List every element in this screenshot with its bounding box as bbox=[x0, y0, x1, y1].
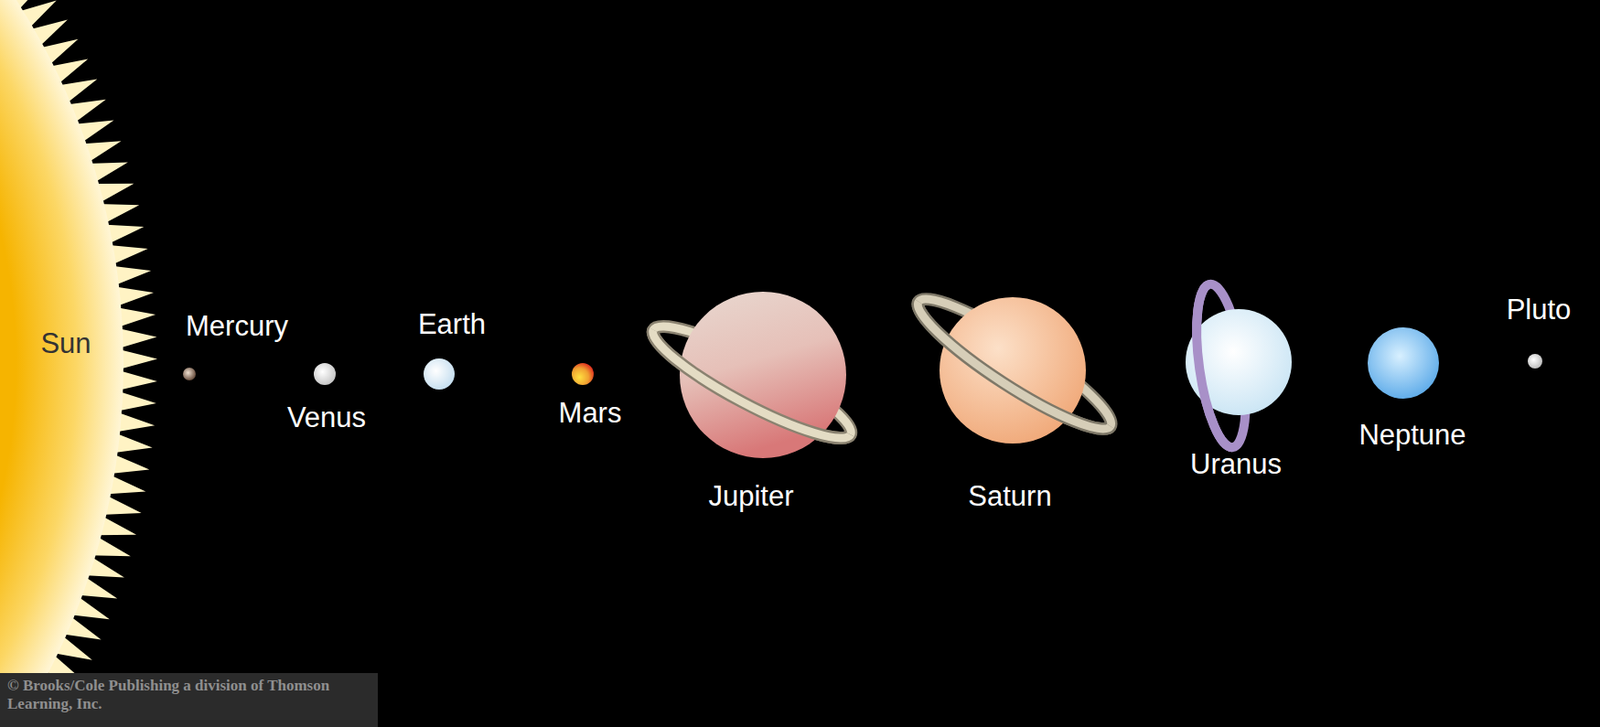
planet-label: Earth bbox=[418, 309, 486, 341]
planet-label: Uranus bbox=[1190, 449, 1282, 481]
copyright-watermark: © Brooks/Cole Publishing a division of T… bbox=[0, 673, 378, 727]
planet-label: Venus bbox=[287, 402, 366, 434]
planet-label: Pluto bbox=[1506, 294, 1572, 326]
planet-label: Saturn bbox=[967, 481, 1052, 513]
planet-label: Jupiter bbox=[708, 481, 794, 513]
sun-label: Sun bbox=[40, 328, 91, 360]
planet-label: Neptune bbox=[1358, 419, 1466, 452]
planet-label: Mercury bbox=[185, 311, 289, 343]
planet-label: Mars bbox=[558, 397, 623, 430]
